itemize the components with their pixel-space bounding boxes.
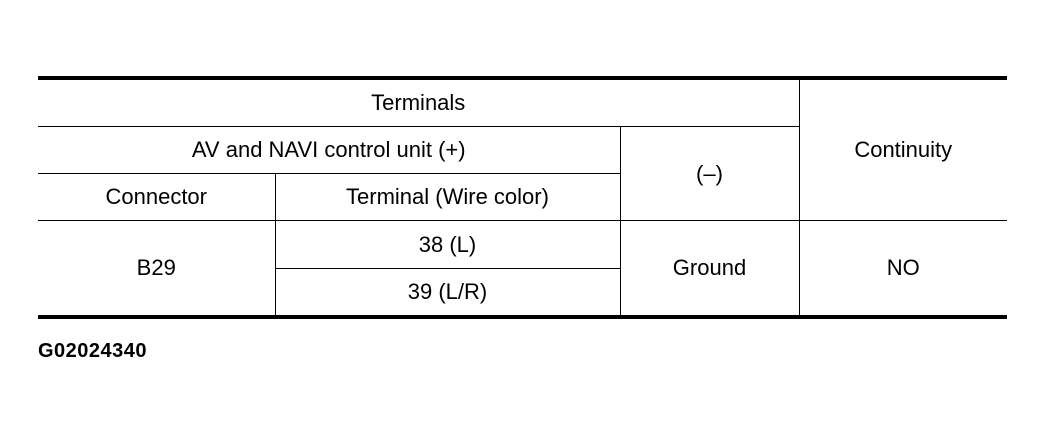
header-control-unit: AV and NAVI control unit (+) [38, 126, 621, 174]
header-connector: Connector [38, 173, 276, 221]
cell-terminal: 38 (L) [274, 220, 621, 269]
figure-id: G02024340 [38, 340, 148, 362]
cell-connector: B29 [38, 220, 276, 319]
cell-terminal: 39 (L/R) [274, 268, 621, 319]
continuity-check-table: Terminals Continuity AV and NAVI control… [38, 76, 1007, 319]
table-row: B29 38 (L) Ground NO [38, 220, 1007, 319]
cell-continuity: NO [798, 220, 1007, 319]
table-row: 39 (L/R) [38, 268, 1007, 319]
header-row-connector: Connector Terminal (Wire color) [38, 173, 1007, 221]
header-terminal-wire-color: Terminal (Wire color) [274, 173, 621, 221]
header-row-terminals: Terminals Continuity [38, 76, 1007, 221]
header-terminals: Terminals [38, 76, 800, 127]
cell-negative: Ground [619, 220, 800, 319]
header-continuity: Continuity [798, 76, 1007, 221]
header-row-control-unit: AV and NAVI control unit (+) (–) [38, 126, 1007, 221]
header-negative: (–) [619, 126, 800, 221]
